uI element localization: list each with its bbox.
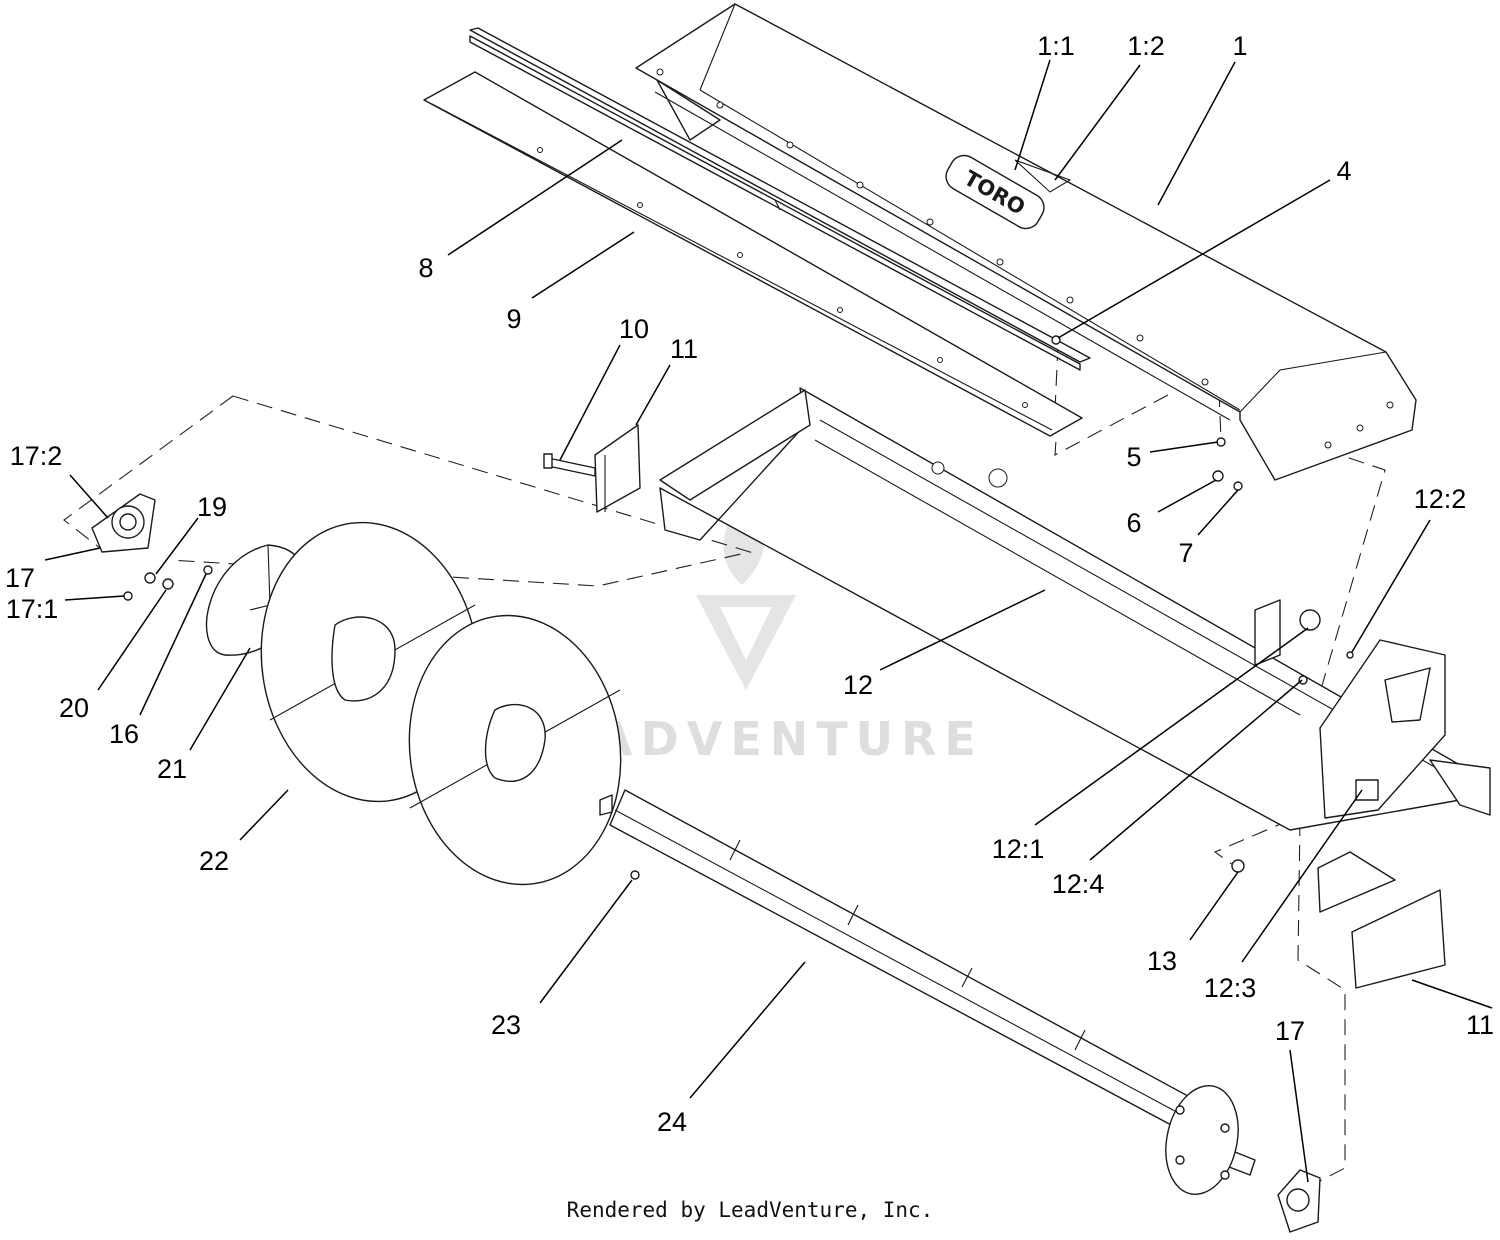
callout-13: 13	[1147, 946, 1177, 976]
callout-17-2: 17:2	[10, 441, 63, 471]
callout-23: 23	[491, 1010, 521, 1040]
callout-6: 6	[1126, 508, 1141, 538]
fitting-12-2	[1346, 651, 1354, 659]
callout-16: 16	[109, 719, 139, 749]
callout-21: 21	[157, 754, 187, 784]
callout-11-upper: 11	[670, 334, 698, 364]
callout-12-2: 12:2	[1414, 484, 1467, 514]
washer-12-4	[1298, 675, 1308, 685]
callout-22: 22	[199, 846, 229, 876]
drive-disk-pair	[260, 521, 622, 886]
callout-12-4: 12:4	[1052, 869, 1105, 899]
cover-hood: TORO	[635, 3, 1417, 481]
washer-7	[1233, 481, 1243, 491]
washer-6	[1212, 470, 1224, 482]
main-frame	[659, 387, 1491, 831]
callout-labels: 1:1 1:2 1 4 8 9 10 11 5 6 7 17:2 17 17:1…	[5, 31, 1494, 1137]
right-end-bracket	[1319, 639, 1446, 819]
callout-1: 1	[1232, 31, 1247, 61]
callout-11-lower: 11	[1466, 1010, 1494, 1040]
side-plate-lower	[1317, 851, 1446, 989]
callout-17-right: 17	[1275, 1016, 1305, 1046]
flange-bearing-left	[91, 493, 213, 601]
callout-9: 9	[506, 304, 521, 334]
leader-lines	[44, 59, 1493, 1183]
hardware-bolt-10	[543, 453, 596, 477]
callout-12-1: 12:1	[992, 834, 1045, 864]
callout-10: 10	[619, 314, 649, 344]
callout-1-2: 1:2	[1127, 31, 1165, 61]
bolt-5	[1216, 437, 1226, 447]
render-credit-footer: Rendered by LeadVenture, Inc.	[566, 1198, 934, 1222]
callout-12: 12	[843, 670, 873, 700]
callout-5: 5	[1126, 442, 1141, 472]
callout-24: 24	[657, 1107, 687, 1137]
callout-7: 7	[1178, 538, 1193, 568]
bushing-12-1	[1299, 609, 1321, 631]
callout-20: 20	[59, 693, 89, 723]
callout-1-1: 1:1	[1037, 31, 1075, 61]
callout-4: 4	[1336, 156, 1351, 186]
callout-19: 19	[197, 492, 227, 522]
reel-shaft	[599, 789, 1256, 1195]
v-watermark-icon	[696, 595, 796, 690]
angle-strip	[469, 27, 1091, 371]
callout-12-3: 12:3	[1204, 973, 1257, 1003]
callout-17-left: 17	[5, 563, 35, 593]
callout-17-1: 17:1	[6, 594, 59, 624]
callout-8: 8	[418, 253, 433, 283]
side-plate-upper	[594, 424, 641, 513]
bolt-13	[1231, 859, 1245, 873]
flange-bearing-right	[1277, 1169, 1321, 1233]
